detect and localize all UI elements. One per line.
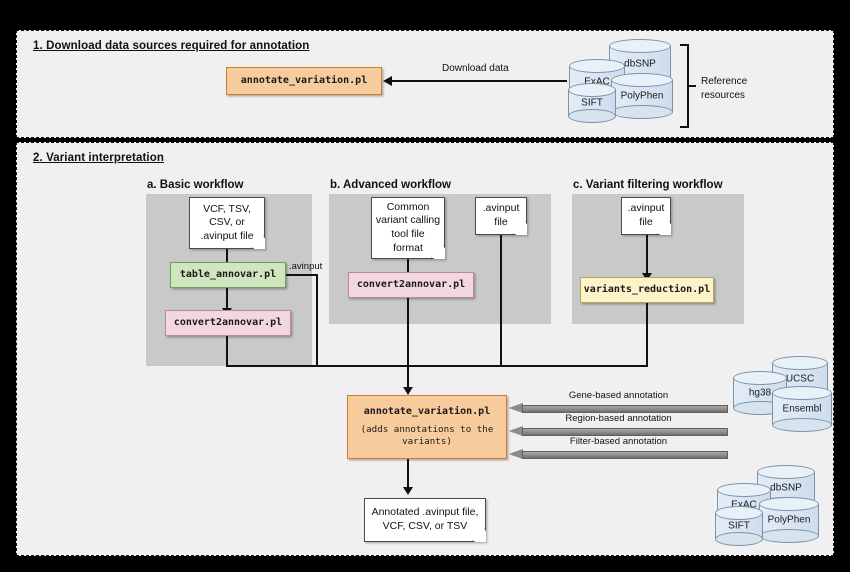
- cylinder-bottom: [772, 418, 832, 432]
- center-box-title: annotate_variation.pl: [363, 406, 491, 418]
- workflow-a-title: a. Basic workflow: [147, 179, 244, 191]
- annotation-label: Gene-based annotation: [568, 390, 669, 401]
- arrow-shaft: [522, 450, 728, 459]
- annotate-variation-box-center[interactable]: annotate_variation.pl (adds annotations …: [347, 395, 507, 459]
- db-label: ExAC: [584, 76, 610, 88]
- workflow-b-avinput-note: .avinput file: [475, 197, 527, 235]
- cylinder-top: [611, 73, 673, 87]
- cylinder-top: [757, 465, 815, 479]
- a-avinput-hline: [286, 274, 318, 276]
- cylinder-top: [733, 371, 787, 385]
- arrow-shaft: [522, 427, 728, 436]
- db-label: PolyPhen: [620, 90, 664, 102]
- annotate-variation-box-top[interactable]: annotate_variation.pl: [226, 67, 382, 95]
- workflow-c-input-note: .avinput file: [621, 197, 671, 235]
- db-label: dbSNP: [624, 58, 656, 70]
- cylinder-top: [772, 386, 832, 400]
- arrow-head: [509, 403, 523, 413]
- download-data-arrowhead: [383, 76, 392, 86]
- workflow-a-input-note: VCF, TSV, CSV, or .avinput file: [189, 197, 265, 249]
- cylinder-bottom: [715, 532, 763, 546]
- db-cylinder-polyphen: PolyPhen: [611, 73, 673, 119]
- b-convert-to-bus: [407, 298, 409, 366]
- table-annovar-box[interactable]: table_annovar.pl: [170, 262, 286, 288]
- db-label: SIFT: [581, 97, 603, 109]
- panel2-title: 2. Variant interpretation: [33, 152, 164, 164]
- download-data-line: [391, 80, 567, 82]
- convert2annovar-box-b[interactable]: convert2annovar.pl: [348, 272, 474, 298]
- db-cylinder-sift-2: SIFT: [715, 506, 763, 546]
- note-text: VCF, TSV, CSV, or .avinput file: [200, 202, 254, 242]
- a-line-note-to-table: [226, 249, 228, 273]
- cylinder-top: [609, 39, 671, 53]
- workflow-c-title: c. Variant filtering workflow: [573, 179, 723, 191]
- b-avinput-to-bus: [500, 235, 502, 366]
- bus-to-center-arrow: [403, 387, 413, 395]
- center-to-output-arrow: [403, 487, 413, 495]
- filter-based-annotation-arrow: Filter-based annotation: [509, 436, 728, 460]
- db-cylinder-polyphen-2: PolyPhen: [759, 497, 819, 543]
- reference-resources-bracket: [680, 44, 689, 128]
- annotation-label: Region-based annotation: [565, 413, 672, 424]
- workflow-b-title: b. Advanced workflow: [330, 179, 451, 191]
- panel-download-data-sources: 1. Download data sources required for an…: [16, 30, 834, 138]
- center-box-subtitle: (adds annotations to the variants): [360, 423, 494, 448]
- reference-resources-label-1: Reference: [701, 76, 748, 87]
- workflow-b-input-note: Common variant calling tool file format: [371, 197, 445, 259]
- db-label: ExAC: [731, 499, 757, 511]
- db-label: UCSC: [785, 373, 815, 385]
- note-text: Common variant calling tool file format: [375, 200, 441, 254]
- db-cylinder-ensembl: Ensembl: [772, 386, 832, 432]
- a-avinput-vline: [316, 274, 318, 366]
- c-line-note-to-box: [646, 235, 648, 277]
- a-line-table-to-convert: [226, 288, 228, 312]
- db-label: hg38: [748, 387, 772, 399]
- region-based-annotation-arrow: Region-based annotation: [509, 413, 728, 437]
- db-label: dbSNP: [770, 482, 802, 494]
- variants-reduction-box[interactable]: variants_reduction.pl: [580, 277, 714, 303]
- center-to-output-line: [407, 459, 409, 493]
- bracket-tick: [689, 85, 696, 87]
- b-line-note-to-convert: [407, 259, 409, 281]
- download-data-label: Download data: [442, 63, 509, 74]
- avinput-edge-label: .avinput: [289, 261, 323, 272]
- annotation-label: Filter-based annotation: [569, 436, 668, 447]
- output-note: Annotated .avinput file, VCF, CSV, or TS…: [364, 498, 486, 542]
- note-text: Annotated .avinput file, VCF, CSV, or TS…: [371, 506, 479, 532]
- cylinder-top: [568, 83, 616, 97]
- db-label: Ensembl: [782, 403, 822, 415]
- panel1-title: 1. Download data sources required for an…: [33, 40, 310, 52]
- convert2annovar-box-a[interactable]: convert2annovar.pl: [165, 310, 291, 336]
- cylinder-top: [717, 483, 771, 497]
- cylinder-bottom: [759, 529, 819, 543]
- cylinder-top: [715, 506, 763, 520]
- c-box-to-bus: [646, 303, 648, 366]
- cylinder-bottom: [568, 109, 616, 123]
- cylinder-top: [759, 497, 819, 511]
- workflow-bus-line: [226, 365, 648, 367]
- arrow-shaft: [522, 404, 728, 413]
- cylinder-top: [569, 59, 625, 73]
- arrow-head: [509, 449, 523, 459]
- cylinder-bottom: [611, 105, 673, 119]
- gene-based-annotation-arrow: Gene-based annotation: [509, 390, 728, 414]
- cylinder-top: [772, 356, 828, 370]
- db-cylinder-sift: SIFT: [568, 83, 616, 123]
- arrow-head: [509, 426, 523, 436]
- reference-resources-label-2: resources: [701, 90, 745, 101]
- bus-to-center-line: [407, 365, 409, 391]
- a-convert-to-bus: [226, 336, 228, 366]
- panel-variant-interpretation: 2. Variant interpretation a. Basic workf…: [16, 142, 834, 556]
- note-text: .avinput file: [627, 202, 665, 228]
- note-text: .avinput file: [482, 202, 520, 228]
- db-label: PolyPhen: [767, 514, 811, 526]
- db-label: SIFT: [728, 520, 750, 532]
